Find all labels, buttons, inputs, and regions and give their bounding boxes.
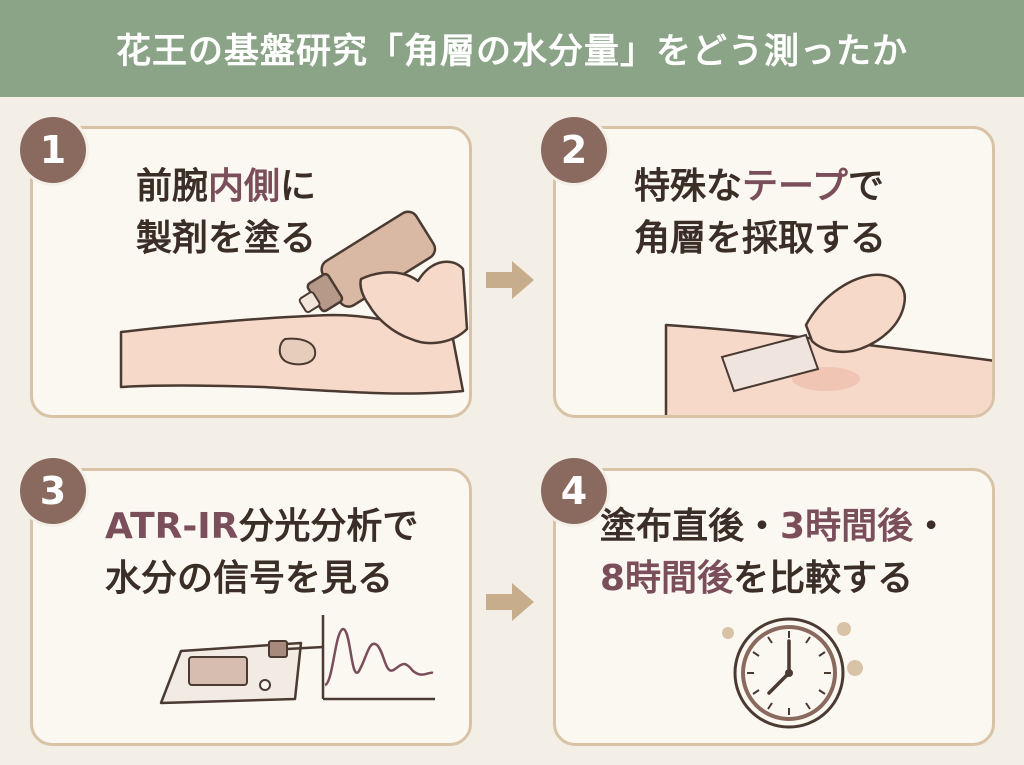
step4-line1-a: 塗布直後・: [600, 506, 781, 547]
spectrometer-device-icon: [159, 640, 324, 705]
tape-strip-illustration: [664, 273, 992, 415]
hand-shape: [359, 260, 469, 345]
decor-dot-icon-3: [847, 660, 863, 676]
step2-line1-highlight: テープ: [742, 166, 848, 207]
step2-line1-a: 特殊な: [634, 166, 743, 207]
arrow-right-icon-2: [486, 583, 534, 621]
step1-line1-a: 前腕: [136, 166, 209, 207]
step-caption-2: 特殊なテープで 角層を採取する: [634, 161, 886, 265]
step-number-badge-4: 4: [541, 458, 607, 524]
step-panel-4: 塗布直後・3時間後・ 8時間後を比較する: [553, 468, 995, 746]
arrow-right-icon-1: [486, 261, 534, 299]
step1-line1-highlight: 内側: [208, 166, 281, 207]
step-caption-1: 前腕内側に 製剤を塗る: [136, 161, 316, 265]
step-number-badge-3: 3: [20, 458, 86, 524]
decor-dot-icon-1: [722, 627, 734, 639]
tape-strip-shape: [720, 333, 820, 393]
step3-line2: 水分の信号を見る: [105, 558, 394, 599]
step1-line2: 製剤を塗る: [136, 218, 317, 259]
peeling-hand-shape: [804, 273, 906, 353]
step4-line1-highlight: 3時間後: [780, 506, 914, 547]
step-panel-3: ATR-IR分光分析で 水分の信号を見る: [30, 468, 472, 746]
spectrum-graph-icon: [321, 615, 435, 701]
cream-tube-icon: [298, 210, 437, 313]
step-number-badge-1: 1: [20, 117, 86, 183]
step2-line2: 角層を採取する: [634, 218, 887, 259]
step1-line1-b: に: [280, 166, 317, 207]
step-panel-2: 特殊なテープで 角層を採取する: [553, 126, 995, 418]
step-caption-3: ATR-IR分光分析で 水分の信号を見る: [105, 501, 418, 605]
title-bar: 花王の基盤研究「角層の水分量」をどう測ったか: [0, 0, 1024, 97]
cream-drop-shape: [278, 337, 317, 366]
step3-line1-highlight: ATR-IR: [105, 506, 239, 547]
step4-line1-b: ・: [913, 506, 950, 547]
page-title: 花王の基盤研究「角層の水分量」をどう測ったか: [115, 32, 908, 72]
step2-line1-b: で: [847, 166, 884, 207]
step4-line2-highlight: 8時間後: [600, 558, 734, 599]
clock-icon: [733, 617, 845, 729]
spectrometer-illustration: [159, 615, 435, 705]
step-panel-1: 前腕内側に 製剤を塗る: [30, 126, 472, 418]
step-caption-4: 塗布直後・3時間後・ 8時間後を比較する: [600, 501, 949, 605]
step4-line2-b: を比較する: [733, 558, 914, 599]
step3-line1-b: 分光分析で: [238, 506, 419, 547]
decor-dot-icon-2: [837, 622, 851, 636]
clock-illustration: [722, 617, 863, 729]
step-number-badge-2: 2: [541, 117, 607, 183]
arm-cream-illustration: [119, 210, 469, 395]
